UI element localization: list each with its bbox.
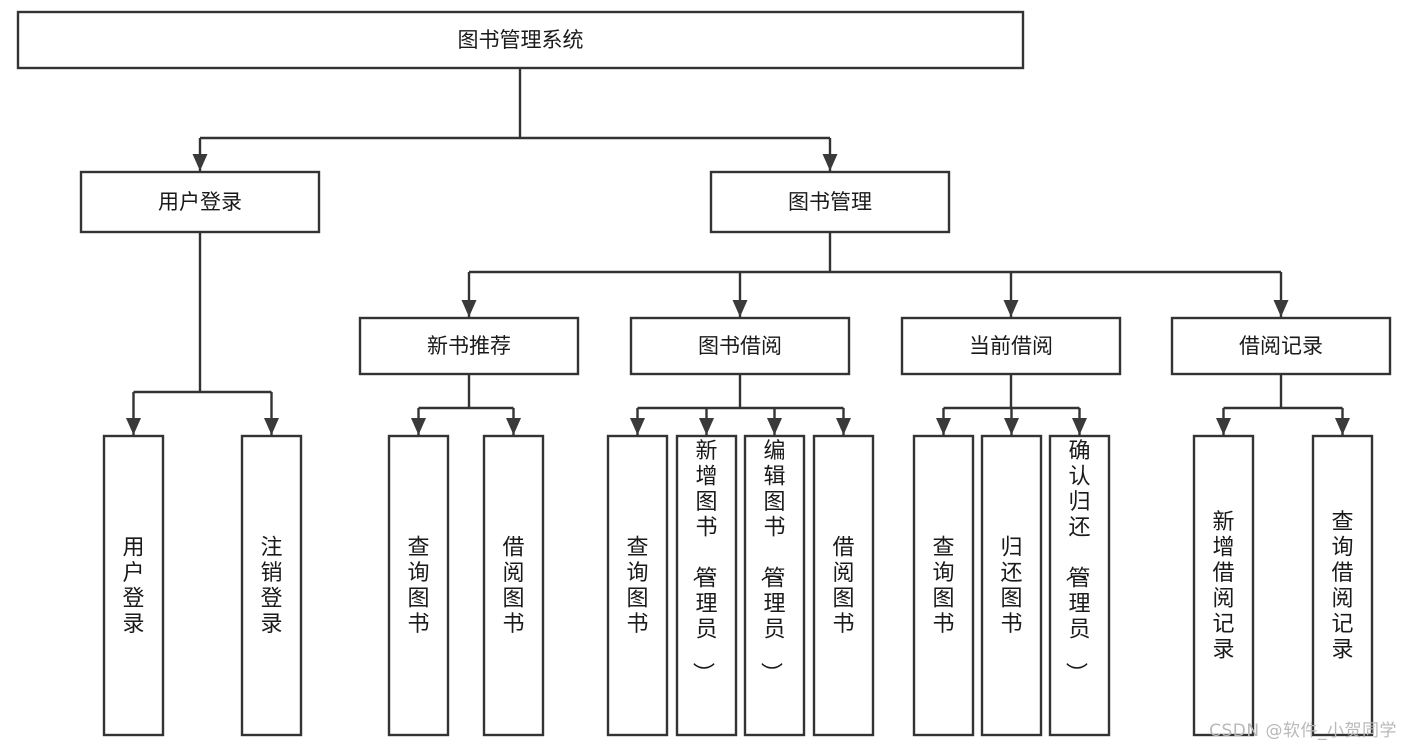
connector-bookmgmt-to-level3 bbox=[461, 232, 1289, 317]
arrow-head-icon bbox=[126, 418, 141, 435]
node-box bbox=[812, 434, 875, 737]
node-label: 新增借阅记录 bbox=[1212, 510, 1234, 663]
node-leaf-注销登录[interactable]: 注销登录 bbox=[240, 434, 303, 737]
node-box bbox=[1048, 434, 1111, 737]
node-leaf-查询图书[interactable]: 查询图书 bbox=[912, 434, 975, 737]
arrow-head-icon bbox=[1004, 418, 1019, 435]
node-label: 查询图书 bbox=[407, 535, 429, 637]
node-leaf-新增图书管理员[interactable]: 新增图书（管理员） bbox=[675, 434, 738, 737]
node-level3-当前借阅[interactable]: 当前借阅 bbox=[900, 316, 1122, 376]
arrow-head-icon bbox=[1003, 300, 1019, 317]
node-leaf-编辑图书管理员[interactable]: 编辑图书（管理员） bbox=[743, 434, 806, 737]
node-leaf-借阅图书[interactable]: 借阅图书 bbox=[482, 434, 545, 737]
arrow-head-icon bbox=[411, 418, 426, 435]
arrow-head-icon bbox=[1335, 418, 1350, 435]
node-box bbox=[629, 316, 851, 376]
node-box bbox=[912, 434, 975, 737]
arrow-head-icon bbox=[836, 418, 851, 435]
node-box bbox=[79, 170, 321, 234]
node-box bbox=[240, 434, 303, 737]
node-box bbox=[1311, 434, 1374, 737]
connectors-layer bbox=[126, 68, 1350, 435]
arrow-head-icon bbox=[264, 418, 279, 435]
node-leaf-归还图书[interactable]: 归还图书 bbox=[980, 434, 1043, 737]
arrow-head-icon bbox=[506, 418, 521, 435]
node-label: 用户登录 bbox=[158, 190, 242, 214]
node-level3-图书借阅[interactable]: 图书借阅 bbox=[629, 316, 851, 376]
arrow-head-icon bbox=[1216, 418, 1231, 435]
node-box bbox=[482, 434, 545, 737]
node-box bbox=[743, 434, 806, 737]
node-label: 新增图书（管理员） bbox=[689, 439, 717, 684]
arrow-head-icon bbox=[1072, 418, 1087, 435]
node-box bbox=[102, 434, 165, 737]
connector-userlogin-to-leaves bbox=[126, 232, 279, 435]
node-label: 借阅图书 bbox=[502, 535, 524, 637]
arrow-head-icon bbox=[732, 300, 748, 317]
node-label: 当前借阅 bbox=[969, 334, 1053, 358]
arrow-head-icon bbox=[192, 154, 208, 171]
connector-record-to-leaves bbox=[1216, 374, 1350, 435]
node-box bbox=[1192, 434, 1255, 737]
node-label: 归还图书 bbox=[1000, 535, 1022, 637]
node-label: 注销登录 bbox=[260, 535, 282, 637]
node-box bbox=[1170, 316, 1392, 376]
arrow-head-icon bbox=[936, 418, 951, 435]
node-label: 借阅图书 bbox=[832, 535, 854, 637]
node-level3-借阅记录[interactable]: 借阅记录 bbox=[1170, 316, 1392, 376]
node-leaf-查询借阅记录[interactable]: 查询借阅记录 bbox=[1311, 434, 1374, 737]
node-level2-图书管理[interactable]: 图书管理 bbox=[709, 170, 951, 234]
node-box bbox=[709, 170, 951, 234]
node-label: 编辑图书（管理员） bbox=[757, 439, 785, 684]
arrow-head-icon bbox=[1273, 300, 1289, 317]
csdn-watermark: CSDN @软件_小贺同学 bbox=[1209, 721, 1397, 741]
node-box bbox=[358, 316, 580, 376]
node-box bbox=[16, 10, 1025, 70]
nodes-layer: 图书管理系统用户登录图书管理新书推荐图书借阅当前借阅借阅记录用户登录注销登录查询… bbox=[16, 10, 1392, 737]
node-leaf-查询图书[interactable]: 查询图书 bbox=[606, 434, 669, 737]
node-level2-用户登录[interactable]: 用户登录 bbox=[79, 170, 321, 234]
node-label: 查询图书 bbox=[626, 535, 648, 637]
node-label: 图书借阅 bbox=[698, 334, 782, 358]
node-box bbox=[387, 434, 450, 737]
node-box bbox=[606, 434, 669, 737]
node-label: 查询图书 bbox=[932, 535, 954, 637]
node-label: 图书管理系统 bbox=[458, 28, 584, 52]
connector-newbook-to-leaves bbox=[411, 374, 521, 435]
node-root-图书管理系统[interactable]: 图书管理系统 bbox=[16, 10, 1025, 70]
arrow-head-icon bbox=[699, 418, 714, 435]
arrow-head-icon bbox=[630, 418, 645, 435]
arrow-head-icon bbox=[461, 300, 477, 317]
node-level3-新书推荐[interactable]: 新书推荐 bbox=[358, 316, 580, 376]
node-leaf-查询图书[interactable]: 查询图书 bbox=[387, 434, 450, 737]
connector-root-to-level2 bbox=[192, 68, 838, 171]
node-leaf-新增借阅记录[interactable]: 新增借阅记录 bbox=[1192, 434, 1255, 737]
arrow-head-icon bbox=[822, 154, 838, 171]
node-leaf-用户登录[interactable]: 用户登录 bbox=[102, 434, 165, 737]
node-leaf-确认归还管理员[interactable]: 确认归还（管理员） bbox=[1048, 434, 1111, 737]
connector-current-to-leaves bbox=[936, 374, 1087, 435]
node-label: 用户登录 bbox=[122, 535, 144, 637]
node-label: 借阅记录 bbox=[1239, 334, 1323, 358]
node-box bbox=[900, 316, 1122, 376]
node-label: 确认归还（管理员） bbox=[1062, 439, 1090, 684]
arrow-head-icon bbox=[767, 418, 782, 435]
node-label: 新书推荐 bbox=[427, 334, 511, 358]
node-box bbox=[675, 434, 738, 737]
connector-borrow-to-leaves bbox=[630, 374, 851, 435]
node-leaf-借阅图书[interactable]: 借阅图书 bbox=[812, 434, 875, 737]
node-label: 图书管理 bbox=[788, 190, 872, 214]
node-box bbox=[980, 434, 1043, 737]
node-label: 查询借阅记录 bbox=[1331, 510, 1353, 663]
